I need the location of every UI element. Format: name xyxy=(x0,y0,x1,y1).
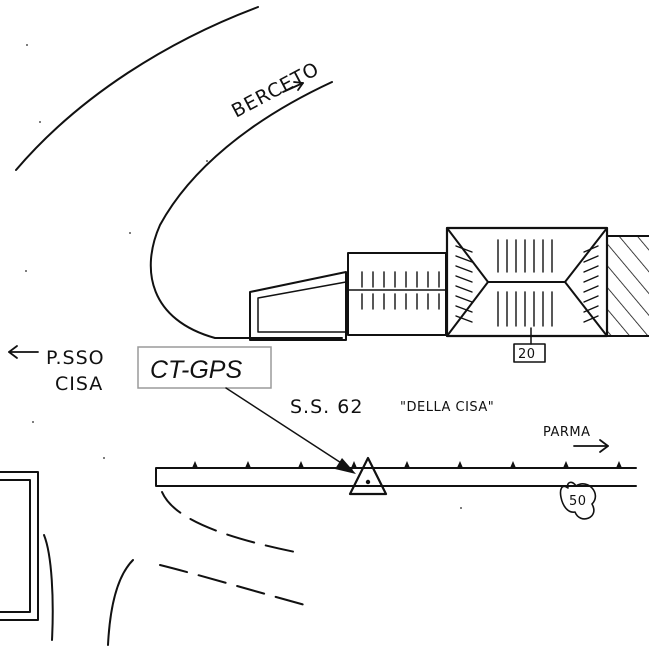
road-marker xyxy=(298,461,304,468)
middle-building xyxy=(347,252,447,336)
sketch-tick xyxy=(583,315,599,323)
scan-specks xyxy=(25,44,462,509)
callout-arrowhead-icon xyxy=(335,458,356,474)
circled-number-marker: 50 xyxy=(559,481,597,520)
hatched-outbuilding xyxy=(606,235,649,337)
outer-road-edge xyxy=(15,6,259,171)
sketch-tick xyxy=(455,255,473,263)
annex-building xyxy=(249,271,347,341)
station-callout: CT-GPS xyxy=(137,346,272,389)
road-marker xyxy=(404,461,410,468)
building-number-marker: 20 xyxy=(513,327,546,363)
road-marker xyxy=(245,461,251,468)
road-marker xyxy=(510,461,516,468)
sketch-tick xyxy=(583,245,599,253)
passo-label: P.SSO xyxy=(46,347,105,369)
road-marker xyxy=(351,461,357,468)
station-triangle-icon xyxy=(348,456,388,496)
road-marker xyxy=(192,461,198,468)
sketch-tick xyxy=(583,255,599,263)
sketch-tick xyxy=(583,305,599,313)
sketch-tick xyxy=(455,245,473,253)
road-marker xyxy=(616,461,622,468)
callout-leader-line xyxy=(225,387,353,471)
berceto-arrow-icon xyxy=(282,81,304,93)
sketch-tick xyxy=(583,275,599,283)
sketch-tick xyxy=(455,265,473,273)
road-marker xyxy=(563,461,569,468)
parma-label: PARMA xyxy=(543,425,591,440)
sketch-tick xyxy=(583,295,599,303)
main-building xyxy=(445,226,609,338)
road-number-label: S.S. 62 xyxy=(290,396,363,418)
dashed-lane-markings xyxy=(159,491,306,606)
passo-cisa-arrow-icon xyxy=(8,345,39,359)
svg-text:50: 50 xyxy=(569,494,587,509)
cisa-label: CISA xyxy=(55,373,103,395)
side-street xyxy=(0,471,134,646)
main-road xyxy=(155,461,637,487)
sketch-tick xyxy=(583,265,599,273)
sketch-tick xyxy=(455,285,473,293)
sketch-tick xyxy=(455,305,473,313)
sketch-tick xyxy=(455,295,473,303)
road-name-label: "DELLA CISA" xyxy=(400,400,494,415)
sketch-tick xyxy=(455,315,473,323)
svg-text:20: 20 xyxy=(518,347,536,362)
road-marker xyxy=(457,461,463,468)
sketch-tick xyxy=(455,275,473,283)
parma-arrow-icon xyxy=(573,439,609,453)
inner-road-edge xyxy=(149,81,343,339)
svg-text:CT-GPS: CT-GPS xyxy=(150,356,242,384)
sketch-tick xyxy=(583,285,599,293)
